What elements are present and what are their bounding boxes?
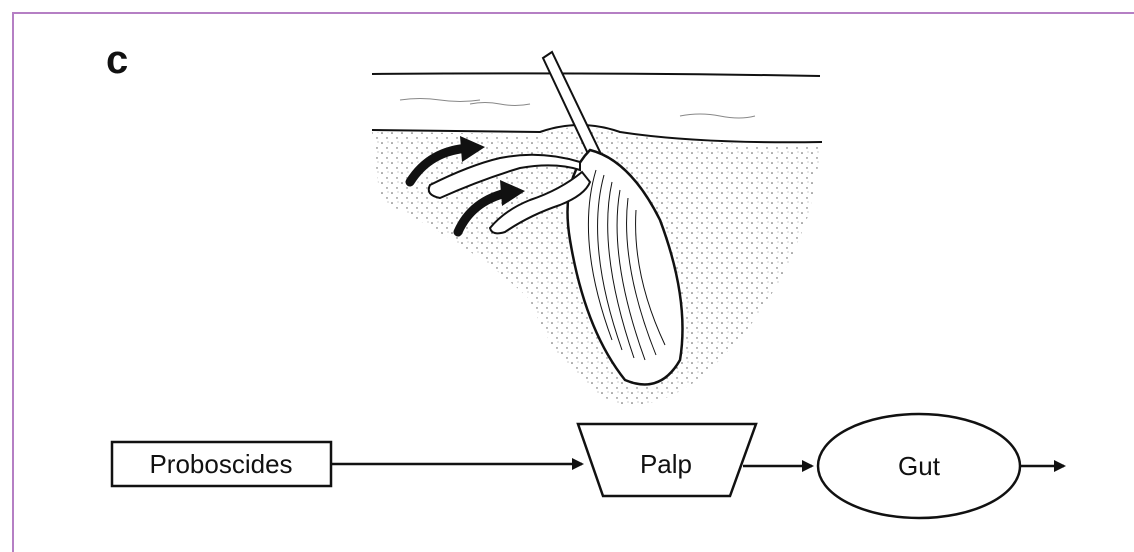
water-ripple — [470, 103, 530, 106]
water-surface-line — [372, 73, 820, 76]
proboscides-label: Proboscides — [149, 449, 292, 479]
feeding-flow-chart: Proboscides Palp Gut — [112, 414, 1064, 518]
water-ripple — [400, 99, 480, 102]
clam-illustration — [372, 52, 822, 405]
water-ripple — [680, 114, 755, 118]
palp-label: Palp — [640, 449, 692, 479]
gut-label: Gut — [898, 451, 941, 481]
